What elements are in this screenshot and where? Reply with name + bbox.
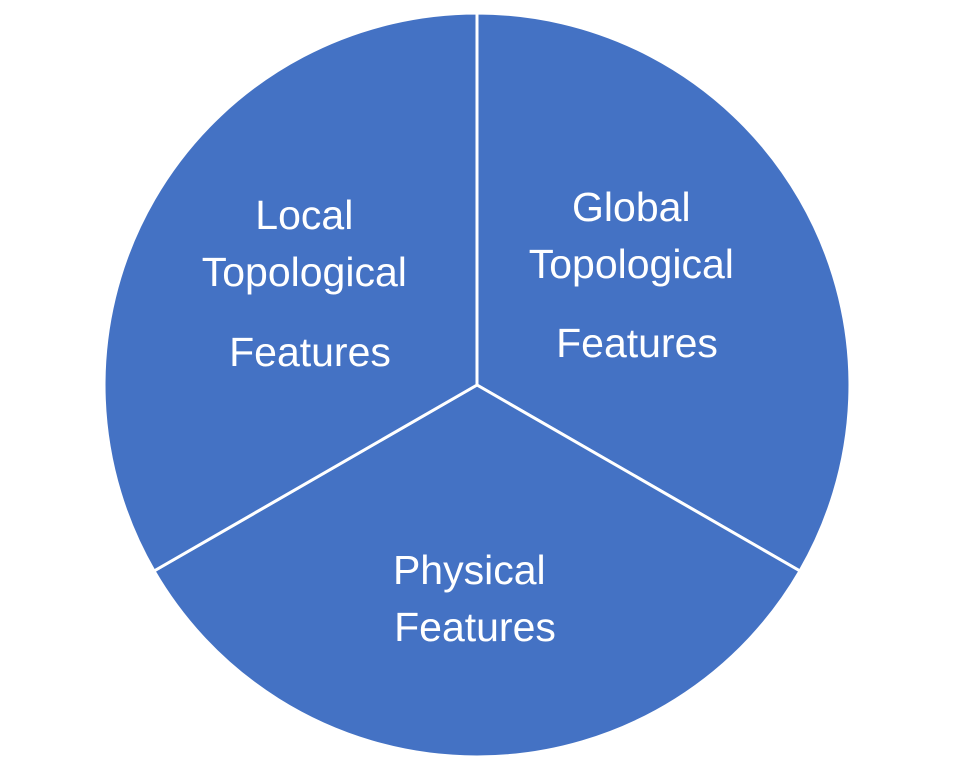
label-global-topological: Global Topological Features (529, 184, 746, 366)
label-line: Topological (202, 249, 407, 295)
label-line: Physical (393, 547, 546, 593)
label-line: Local (255, 192, 353, 238)
label-line: Features (394, 604, 556, 650)
label-physical: Physical Features (393, 547, 557, 650)
label-line: Features (556, 320, 718, 366)
segment-global-topological (475, 11, 852, 574)
segment-local-topological (102, 11, 479, 574)
label-line: Features (229, 329, 391, 375)
label-line: Global (572, 184, 691, 230)
label-line: Topological (529, 241, 734, 287)
segment-physical (151, 383, 803, 759)
label-local-topological: Local Topological Features (202, 192, 419, 375)
